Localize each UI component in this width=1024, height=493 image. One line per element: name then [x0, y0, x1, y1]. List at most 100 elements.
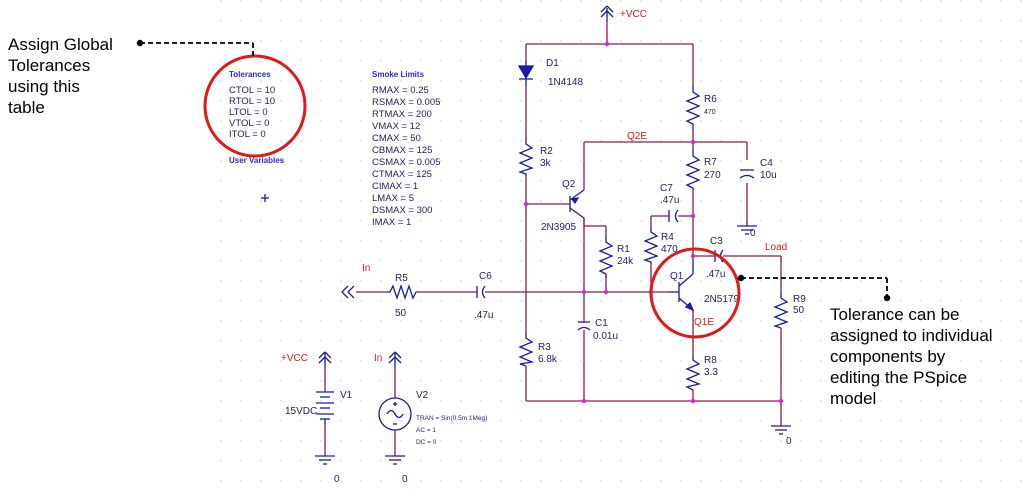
capacitor-c4[interactable]: [739, 169, 755, 179]
capacitor-c1[interactable]: [577, 321, 591, 331]
smoke-item: CMAX = 50: [372, 133, 421, 144]
load-net-label: Load: [765, 242, 787, 253]
individual-tolerance-note: Tolerance can be assigned to individual …: [830, 304, 993, 409]
smoke-item: VMAX = 12: [372, 121, 420, 132]
resistor-r2[interactable]: [517, 138, 534, 176]
ground-main: [771, 425, 791, 435]
r3-value: 6.8k: [538, 354, 558, 365]
c7-value: .47u: [660, 195, 679, 206]
tolerances-title: Tolerances: [229, 70, 271, 79]
c6-value: .47u: [474, 310, 493, 321]
c7-ref: C7: [660, 183, 673, 194]
r9-ref: R9: [793, 294, 806, 305]
ground-label: 0: [750, 228, 756, 239]
smoke-item: RTMAX = 200: [372, 109, 432, 120]
q2-ref: Q2: [562, 179, 576, 190]
smoke-limits-table[interactable]: Smoke Limits RMAX = 0.25 RSMAX = 0.005 R…: [372, 70, 440, 228]
in-v2-symbol: [388, 351, 402, 368]
ground-label: 0: [334, 474, 340, 485]
note-line: using this: [8, 77, 80, 96]
note-line: Tolerance can be: [830, 305, 960, 324]
grid-background: [205, 0, 1024, 493]
vcc-v1-symbol: [318, 351, 332, 368]
r6-ref: R6: [704, 94, 717, 105]
r8-value: 3.3: [704, 367, 718, 378]
wires: [324, 22, 782, 456]
voltage-source-v1[interactable]: [316, 391, 334, 424]
resistor-r3[interactable]: [518, 332, 535, 367]
q2e-net-label: Q2E: [627, 131, 647, 142]
r4-value: 470: [661, 244, 678, 255]
r3-ref: R3: [538, 342, 551, 353]
smoke-item: LMAX = 5: [372, 193, 414, 204]
capacitor-c7[interactable]: [668, 209, 679, 223]
r2-value: 3k: [540, 158, 552, 169]
q1-ref: Q1: [670, 271, 684, 282]
q2-value: 2N3905: [541, 222, 576, 233]
c6-ref: C6: [479, 271, 492, 282]
in-net-label: In: [362, 263, 370, 274]
smoke-item: CBMAX = 125: [372, 145, 432, 156]
global-tolerance-note: Assign Global Tolerances using this tabl…: [8, 34, 113, 118]
q1-highlight-circle: [649, 247, 741, 339]
r6-value: 470: [704, 109, 716, 116]
r4-ref: R4: [661, 232, 674, 243]
r8-ref: R8: [704, 355, 717, 366]
tolerance-item: CTOL = 10: [229, 85, 275, 96]
note-line: model: [830, 389, 877, 408]
resistor-r6[interactable]: [685, 86, 701, 130]
r2-ref: R2: [540, 146, 553, 157]
resistor-r7[interactable]: [685, 150, 701, 190]
note-line: assigned to individual: [830, 326, 993, 345]
r7-ref: R7: [704, 157, 717, 168]
d1-ref: D1: [546, 58, 559, 69]
ground-label: 0: [786, 436, 792, 447]
r7-value: 270: [704, 170, 721, 181]
tolerance-item: LTOL = 0: [229, 107, 268, 118]
ground-v1: [315, 455, 335, 465]
resistor-r1[interactable]: [598, 236, 614, 278]
vcc-top-symbol: [600, 5, 614, 22]
r1-ref: R1: [617, 244, 630, 255]
c4-value: 10u: [760, 170, 777, 181]
tolerances-highlight-circle: [203, 54, 307, 158]
smoke-limits-title: Smoke Limits: [372, 70, 425, 79]
ground-label: 0: [402, 474, 408, 485]
tolerance-item: VTOL = 0: [229, 118, 269, 129]
v2-attr-ac: AC = 1: [416, 427, 436, 434]
c3-ref: C3: [710, 236, 723, 247]
ground-c4: [737, 222, 757, 235]
tolerance-item: RTOL = 10: [229, 96, 275, 107]
tolerance-item: ITOL = 0: [229, 129, 266, 140]
resistor-r9[interactable]: [772, 292, 789, 329]
r5-ref: R5: [395, 273, 408, 284]
ground-v2: [385, 455, 405, 465]
diode-d1[interactable]: [517, 60, 535, 86]
resistor-r8[interactable]: [685, 354, 702, 391]
transistor-q1[interactable]: [668, 256, 695, 312]
v2-attr-dc: DC = 0: [416, 439, 437, 446]
transistor-q2[interactable]: [569, 189, 585, 219]
c3-value: .47u: [706, 269, 725, 280]
resistor-r5[interactable]: [386, 283, 417, 301]
r9-value: 50: [793, 305, 805, 316]
smoke-item: DSMAX = 300: [372, 205, 432, 216]
note-line: components by: [830, 347, 946, 366]
capacitor-c6[interactable]: [476, 285, 486, 299]
r1-value: 24k: [617, 256, 634, 267]
voltage-source-v2[interactable]: [378, 397, 412, 431]
smoke-item: RSMAX = 0.005: [372, 97, 440, 108]
smoke-item: IMAX = 1: [372, 217, 411, 228]
callout-leaders: [140, 42, 888, 298]
smoke-item: RMAX = 0.25: [372, 85, 429, 96]
placement-cross-icon: [261, 194, 269, 202]
in-source-label: In: [374, 353, 382, 364]
q1-value: 2N5179: [704, 294, 739, 305]
smoke-item: CSMAX = 0.005: [372, 157, 440, 168]
tolerances-table[interactable]: Tolerances CTOL = 10 RTOL = 10 LTOL = 0 …: [229, 70, 285, 165]
smoke-item: CIMAX = 1: [372, 181, 418, 192]
v1-ref: V1: [340, 390, 353, 401]
resistor-r4[interactable]: [642, 226, 659, 264]
c4-ref: C4: [760, 158, 773, 169]
